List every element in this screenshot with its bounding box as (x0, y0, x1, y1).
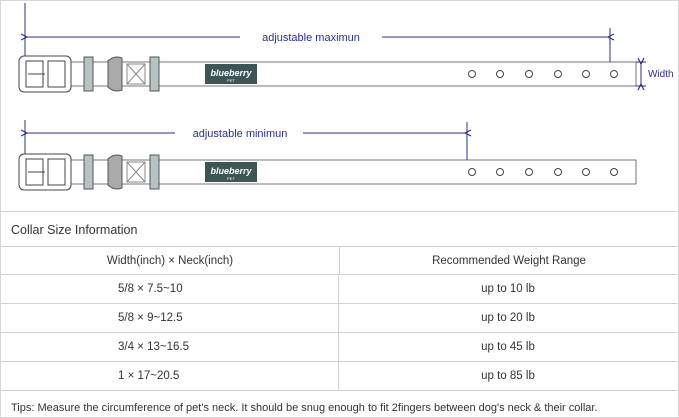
table-row: 5/8 × 9~12.5 up to 20 lb (1, 304, 677, 333)
width-label: Width (648, 69, 674, 80)
table-row: 1 × 17~20.5 up to 85 lb (1, 362, 677, 391)
brand-logo-sub: PET (227, 176, 235, 181)
brand-logo-text: blueberry (210, 68, 252, 78)
d-ring (107, 56, 123, 92)
stitch-box (126, 63, 146, 85)
weight-cell: up to 10 lb (481, 283, 535, 295)
brand-logo (205, 64, 257, 84)
table-row: 5/8 × 7.5~10 up to 10 lb (1, 275, 677, 304)
hole (468, 70, 476, 78)
brand-logo (205, 162, 257, 182)
size-cell: 3/4 × 13~16.5 (1, 333, 339, 361)
hole (468, 168, 476, 176)
min-label: adjustable minimun (193, 128, 288, 140)
stitch-box (126, 161, 146, 183)
brand-logo-sub: PET (227, 78, 235, 83)
hole (582, 168, 590, 176)
header-size: Width(inch) × Neck(inch) (1, 247, 340, 274)
keeper (149, 56, 160, 92)
size-cell: 5/8 × 7.5~10 (1, 275, 339, 303)
buckle-inner (47, 60, 66, 88)
table-header-row: Width(inch) × Neck(inch) Recommended Wei… (1, 247, 677, 275)
max-dimension-arrow: adjustable maximun (25, 3, 610, 62)
size-cell: 1 × 17~20.5 (1, 362, 339, 390)
hole (525, 70, 533, 78)
weight-cell: up to 45 lb (481, 341, 535, 353)
stitch-x (126, 161, 146, 183)
width-dimension: Width (636, 62, 674, 86)
table-row: 3/4 × 13~16.5 up to 45 lb (1, 333, 677, 362)
max-label: adjustable maximun (262, 32, 360, 44)
hole (610, 168, 618, 176)
hole (610, 70, 618, 78)
weight-cell: up to 20 lb (481, 312, 535, 324)
header-weight: Recommended Weight Range (432, 254, 586, 267)
min-dimension-arrow: adjustable minimun (25, 120, 467, 180)
keeper (83, 56, 94, 92)
collar-diagram: adjustable maximun adjustable minimun Wi… (18, 3, 674, 191)
hole (554, 70, 562, 78)
collar-size-table: Collar Size Information Width(inch) × Ne… (1, 211, 677, 414)
hole (496, 70, 504, 78)
strap (69, 159, 637, 185)
d-ring (107, 154, 123, 190)
buckle-inner (47, 158, 66, 186)
brand-logo-text: blueberry (210, 166, 252, 176)
tips-text: Tips: Measure the circumference of pet's… (11, 402, 598, 414)
hole (496, 168, 504, 176)
table-title: Collar Size Information (1, 212, 677, 247)
weight-cell: up to 85 lb (481, 370, 535, 382)
hole (582, 70, 590, 78)
stitch-x (126, 63, 146, 85)
strap (69, 61, 637, 87)
keeper (149, 154, 160, 190)
hole (554, 168, 562, 176)
keeper (83, 154, 94, 190)
hole (525, 168, 533, 176)
size-cell: 5/8 × 9~12.5 (1, 304, 339, 332)
